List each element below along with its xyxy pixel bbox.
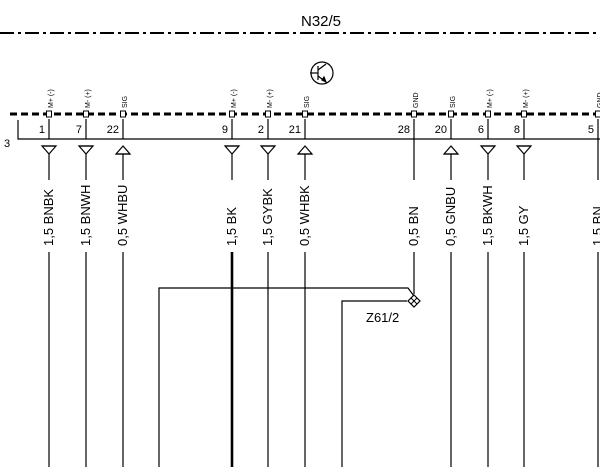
pin-role-label: SIG [450, 96, 457, 108]
pin-1: 1 M+ (-) 1,5 BNBK [39, 89, 58, 467]
pin-number: 9 [222, 124, 228, 136]
pin-number: 6 [478, 124, 484, 136]
arrow-down-icon [479, 145, 497, 155]
wire-label: 1,5 BNWH [78, 185, 93, 246]
pin-box [448, 110, 454, 118]
component-title: N32/5 [301, 13, 341, 30]
splice-label: Z61/2 [366, 310, 399, 325]
pin-box [46, 110, 52, 118]
pin-box [485, 110, 491, 118]
wire-label: 1,5 GY [516, 205, 531, 246]
connector-frame [17, 120, 600, 140]
pin-role-label: SIG [304, 96, 311, 108]
pin-number: 8 [514, 124, 520, 136]
pin-number: 20 [435, 124, 447, 136]
wire-label: 1,5 BNBK [41, 189, 56, 246]
pin-9: 9 M+ (-) 1,5 BK [222, 89, 241, 467]
pin-role-label: M+ (-) [231, 89, 238, 108]
splice-icon [407, 294, 421, 308]
pin-number: 1 [39, 124, 45, 136]
pin-box [120, 110, 126, 118]
pin-box [521, 110, 527, 118]
wire-label: 1,5 GYBK [260, 188, 275, 246]
pin-number: 7 [76, 124, 82, 136]
pin-5: 5 GND 1,5 BN [588, 92, 600, 467]
pin-role-label: SIG [122, 96, 129, 108]
pin-2: 2 M- (+) 1,5 GYBK [258, 89, 277, 467]
arrow-up-icon [114, 145, 132, 155]
pin-number: 22 [107, 124, 119, 136]
pins-group: 1 M+ (-) 1,5 BNBK 7 M- (+) 1,5 BNWH 22 SIG 0,5 W… [39, 89, 600, 467]
arrow-down-icon [259, 145, 277, 155]
arrow-down-icon [77, 145, 95, 155]
pin-role-label: M- (+) [85, 89, 92, 108]
pin-20: 20 SIG 0,5 GNBU [435, 96, 460, 467]
pin-6: 6 M+ (-) 1,5 BKWH [478, 89, 497, 467]
pin-role-label: GND [597, 92, 600, 108]
arrow-down-icon [515, 145, 533, 155]
pin-22: 22 SIG 0,5 WHBU [107, 96, 132, 467]
wire-label: 1,5 BN [590, 206, 600, 246]
transistor-icon [310, 61, 334, 85]
pin-8: 8 M- (+) 1,5 GY [514, 89, 533, 467]
pin-box [83, 110, 89, 118]
pin-number: 21 [289, 124, 301, 136]
pin-28: 28 GND 0,5 BN [398, 92, 421, 294]
pin-number: 5 [588, 124, 594, 136]
pin-21: 21 SIG 0,5 WHBK [289, 96, 314, 467]
wire-label: 0,5 WHBK [297, 185, 312, 246]
arrow-down-icon [40, 145, 58, 155]
pin-role-label: M+ (-) [487, 89, 494, 108]
connector-label: 3 [4, 138, 10, 150]
arrow-up-icon [296, 145, 314, 155]
pin-box [595, 110, 600, 118]
wire-label: 0,5 WHBU [115, 185, 130, 246]
wire-label: 0,5 GNBU [443, 187, 458, 246]
arrow-down-icon [223, 145, 241, 155]
wire-label: 1,5 BKWH [480, 185, 495, 246]
pin-role-label: GND [413, 92, 420, 108]
pin-role-label: M- (+) [267, 89, 274, 108]
wire-label: 0,5 BN [406, 206, 421, 246]
wire-label: 1,5 BK [224, 207, 239, 246]
arrow-up-icon [442, 145, 460, 155]
pin-box [411, 110, 417, 118]
pin-7: 7 M- (+) 1,5 BNWH [76, 89, 95, 467]
pin-number: 28 [398, 124, 410, 136]
pin-box [302, 110, 308, 118]
pin-role-label: M+ (-) [48, 89, 55, 108]
pin-box [229, 110, 235, 118]
splice-leaders [158, 287, 415, 467]
pin-number: 2 [258, 124, 264, 136]
pin-box [265, 110, 271, 118]
pin-role-label: M- (+) [523, 89, 530, 108]
